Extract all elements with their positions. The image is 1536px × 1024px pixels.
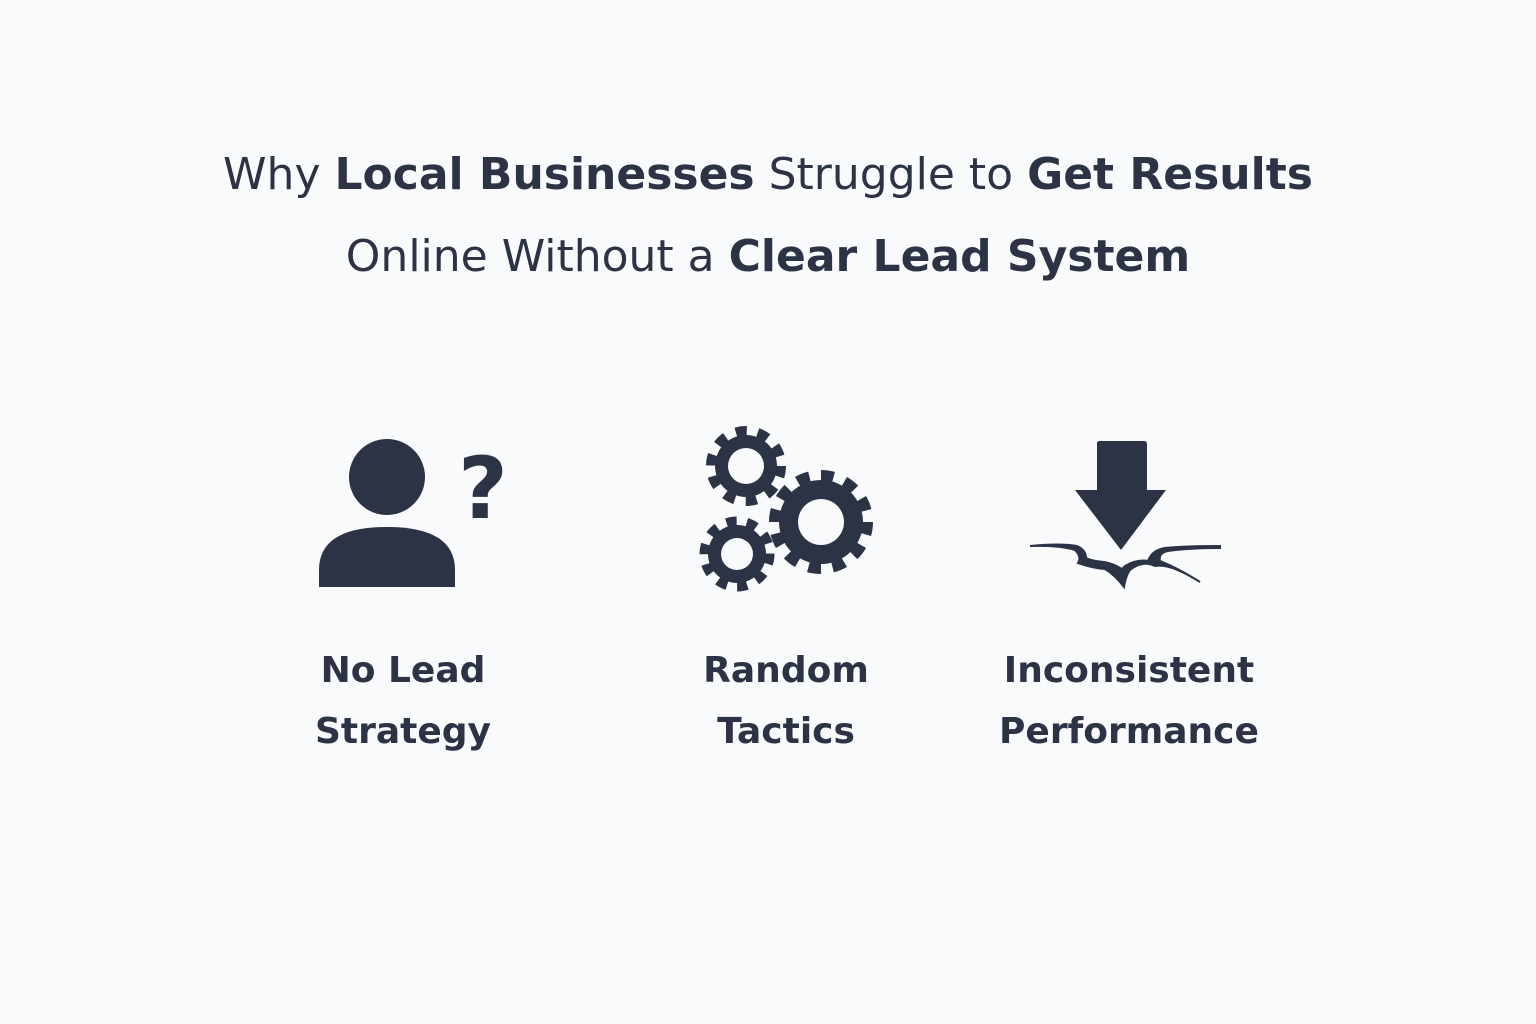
label-line: Random xyxy=(703,650,869,691)
label-line: No Lead xyxy=(320,650,486,691)
item-label-no-lead-strategy: No Lead Strategy xyxy=(203,640,603,762)
label-line: Inconsistent xyxy=(1003,650,1255,691)
title-line-2: Online Without a Clear Lead System xyxy=(0,216,1536,298)
label-line: Strategy xyxy=(314,711,492,752)
title-emphasis: Local Businesses xyxy=(334,149,755,200)
question-mark-icon: ? xyxy=(458,439,508,539)
page-title: Why Local Businesses Struggle to Get Res… xyxy=(0,134,1536,298)
title-line-1: Why Local Businesses Struggle to Get Res… xyxy=(0,134,1536,216)
gear-icon xyxy=(699,516,775,592)
title-text: Struggle to xyxy=(754,149,1028,200)
person-question-icon: ? xyxy=(319,439,508,587)
title-text: Why xyxy=(223,149,335,200)
label-line: Tactics xyxy=(717,711,855,752)
gears-icon xyxy=(699,426,873,592)
title-emphasis: Get Results xyxy=(1027,149,1313,200)
title-emphasis: Clear Lead System xyxy=(728,231,1191,282)
gear-icon xyxy=(706,426,786,506)
item-label-inconsistent-performance: Inconsistent Performance xyxy=(929,640,1329,762)
down-arrow-crack-icon xyxy=(1029,441,1221,590)
title-text: Online Without a xyxy=(345,231,729,282)
gear-icon xyxy=(769,470,873,574)
item-label-random-tactics: Random Tactics xyxy=(586,640,986,762)
label-line: Performance xyxy=(999,711,1259,752)
